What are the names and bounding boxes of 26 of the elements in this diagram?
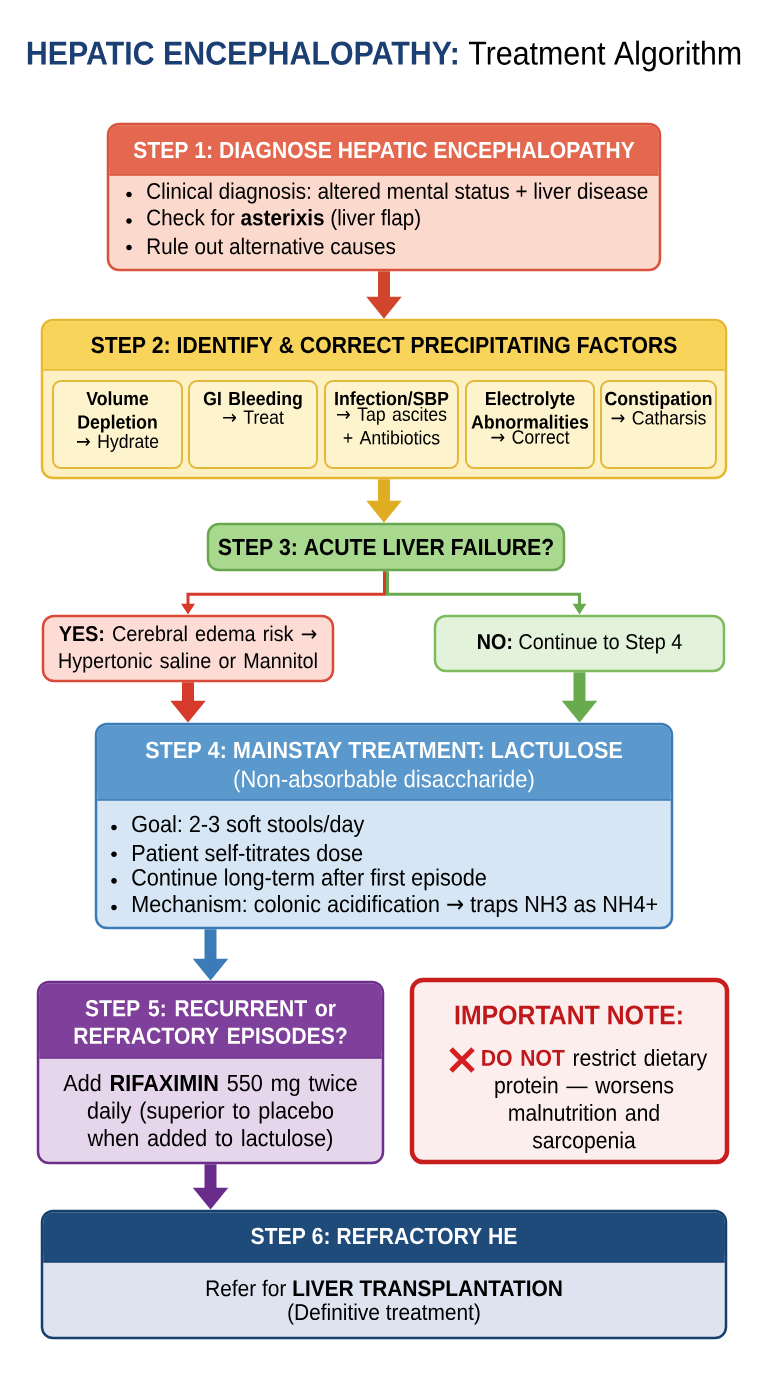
body-text: (Definitive treatment): [288, 1303, 480, 1325]
bullet-item: Mechanism: colonic acidification → traps NH3 as NH4+: [132, 895, 658, 917]
subheading: (Non-absorbable disaccharide): [234, 769, 534, 793]
factor-box: Infection/SBP → Tap ascites + Antibiotics: [324, 380, 459, 469]
bullet-item: Rule out alternative causes: [147, 237, 396, 255]
factor-box: Constipation → Catharsis: [600, 380, 717, 469]
decision-box: STEP 3: ACUTE LIVER FAILURE?: [206, 522, 566, 572]
bullet-item: Goal: 2-3 soft stools/day: [132, 815, 365, 837]
header-band: STEP 1: DIAGNOSE HEPATIC ENCEPHALOPATHY: [108, 125, 660, 176]
title: HEPATIC ENCEPHALOPATHY: Treatment Algorithm: [27, 40, 741, 72]
factor-box: GI Bleeding → Treat: [188, 380, 318, 469]
factor-box: Volume Depletion → Hydrate: [52, 380, 183, 469]
note-text: DO NOT restrict dietary protein — worsens malnutrition and sarcopenia: [482, 1049, 708, 1153]
header-band: STEP 2: IDENTIFY & CORRECT PRECIPITATING FACTORS: [42, 321, 726, 371]
bullet-item: Clinical diagnosis: altered mental status + liver disease: [147, 182, 648, 204]
bullet-item: Patient self-titrates dose: [132, 844, 363, 862]
outcome-box: YES: Cerebral edema risk → Hypertonic saline or Mannitol: [41, 614, 335, 683]
bullet-item: Check for asterixis (liver flap): [147, 209, 420, 230]
body-text: Add RIFAXIMIN 550 mg twice daily (superior to placebo when added to lactulose): [63, 1074, 357, 1151]
factor-box: Electrolyte Abnormalities → Correct: [465, 380, 595, 469]
header-band: STEP 6: REFRACTORY HE: [42, 1212, 726, 1263]
body-text: Refer for LIVER TRANSPLANTATION: [206, 1279, 562, 1297]
bullet-item: Continue long-term after first episode: [132, 868, 486, 891]
outcome-box: NO: Continue to Step 4: [433, 614, 726, 673]
note-heading: IMPORTANT NOTE:: [455, 1005, 682, 1025]
header-band: STEP 5: RECURRENT or REFRACTORY EPISODES?: [38, 983, 383, 1059]
